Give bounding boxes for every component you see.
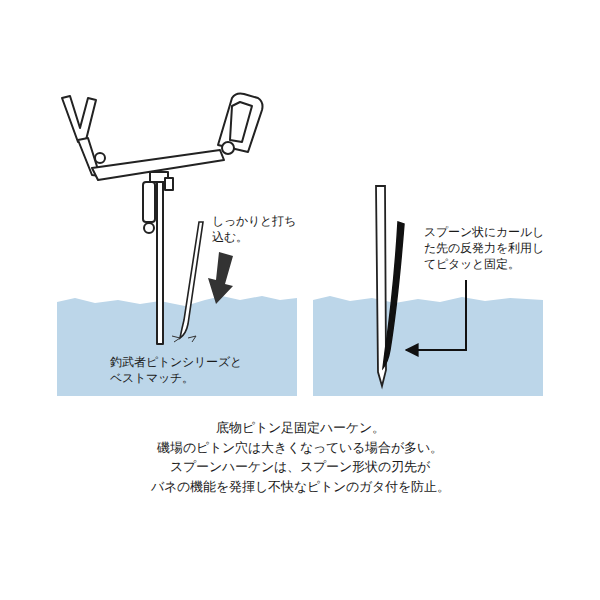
callout-text: しっかりと打ち 込む。 <box>212 213 303 245</box>
spoon-blade <box>383 222 404 368</box>
crack-mark <box>172 336 196 342</box>
rock-ground <box>313 296 543 396</box>
spoon-harken <box>180 222 203 338</box>
leader-line <box>406 280 466 350</box>
drive-arrow <box>208 252 233 304</box>
callout-text: 釣武者ピトンシリーズと ベストマッチ。 <box>110 354 249 386</box>
callout-text: スプーン状にカールし た先の反発力を利用し てピタッと固定。 <box>424 224 551 273</box>
caption-text: 底物ピトン足固定ハーケン。 磯場のピトン穴は大きくなっている場合が多い。 スプー… <box>135 418 465 496</box>
rock-ground <box>57 296 297 396</box>
